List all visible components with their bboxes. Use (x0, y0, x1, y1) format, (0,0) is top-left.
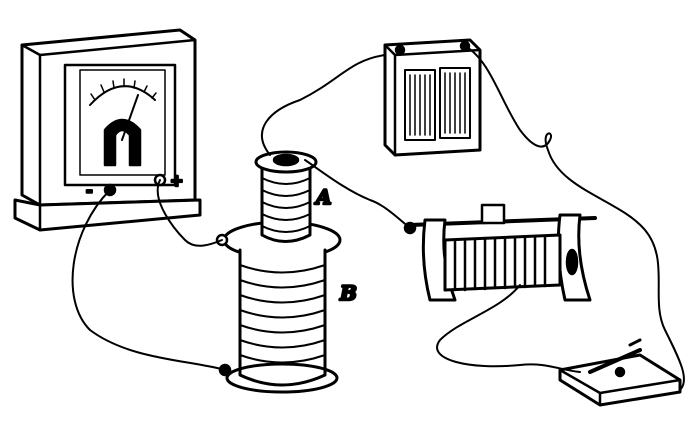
rheostat (403, 203, 597, 302)
coil-b (215, 220, 342, 394)
negative-terminal-label: - (86, 181, 93, 200)
galvanometer (13, 28, 202, 232)
coil-b-label: B (339, 281, 357, 305)
coil-a (254, 150, 318, 243)
battery (383, 38, 482, 157)
wires (71, 45, 685, 391)
coil-a-label: A (314, 185, 332, 209)
switch (558, 338, 682, 407)
positive-terminal-label: + (170, 171, 183, 190)
